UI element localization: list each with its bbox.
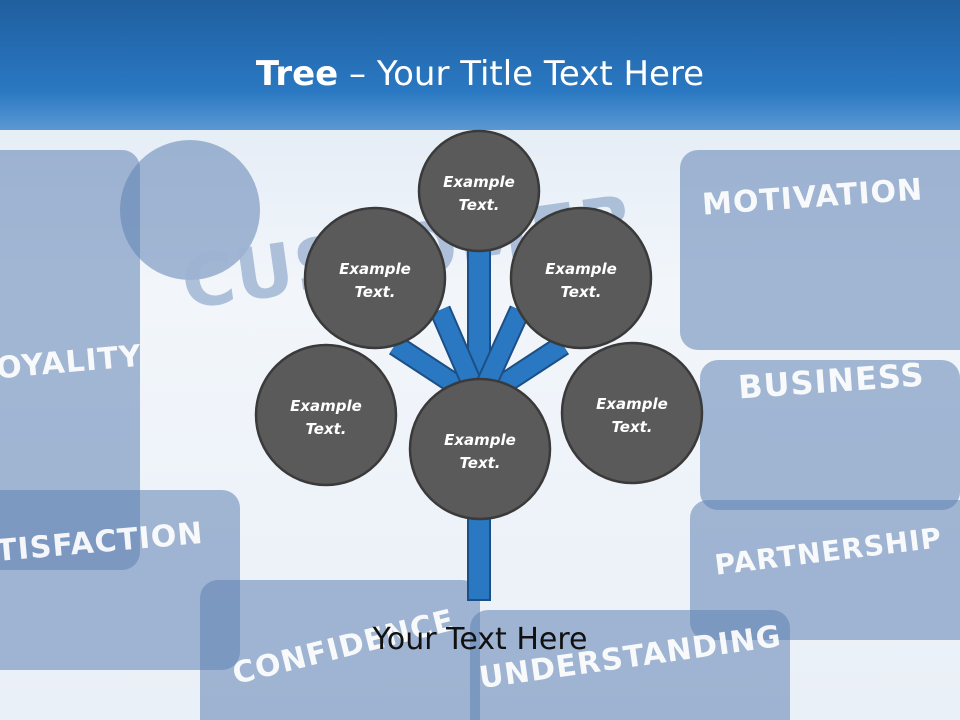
- tree-node-text-line1: Example: [443, 173, 515, 191]
- title-bar: [0, 0, 960, 130]
- tree-node-text-line1: Example: [339, 260, 411, 278]
- tree-node-text-line1: Example: [444, 431, 516, 449]
- caption-text[interactable]: Your Text Here: [372, 622, 588, 657]
- tree-node-circle: [254, 343, 398, 487]
- tree-node-text-line2: Text.: [354, 283, 395, 301]
- tree-node-text-line2: Text.: [305, 420, 346, 438]
- tree-node-text-line1: Example: [596, 395, 668, 413]
- tree-node-text-line2: Text.: [459, 454, 500, 472]
- tree-node-text-line2: Text.: [560, 283, 601, 301]
- slide-title: Tree – Your Title Text Here: [0, 52, 960, 96]
- tree-node-circle: [509, 206, 653, 350]
- tree-node-text-line2: Text.: [458, 196, 499, 214]
- tree-node-circle: [560, 341, 704, 485]
- slide-title-rest: – Your Title Text Here: [338, 54, 705, 94]
- tree-nodes: ExampleText.ExampleText.ExampleText.Exam…: [254, 129, 704, 521]
- tree-node-text-line1: Example: [545, 260, 617, 278]
- tree-node-text-line2: Text.: [611, 418, 652, 436]
- slide-title-bold: Tree: [255, 54, 339, 94]
- tree-node-circle: [408, 377, 552, 521]
- tree-node-circle: [303, 206, 447, 350]
- tree-node-circle: [417, 129, 541, 253]
- tree-node-text-line1: Example: [290, 397, 362, 415]
